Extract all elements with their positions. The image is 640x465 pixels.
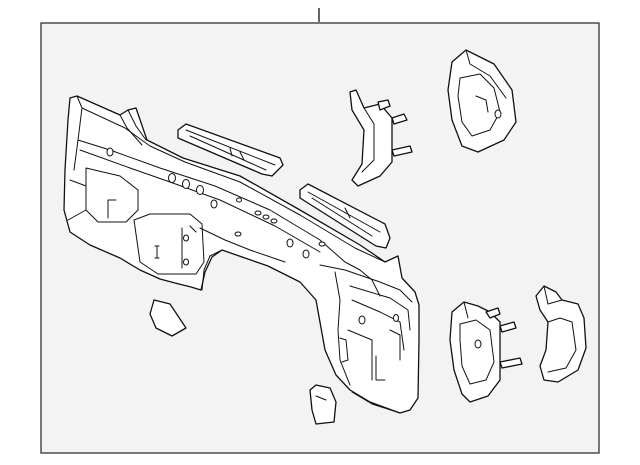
hole <box>270 218 278 224</box>
reinforcement-bar-lower <box>299 183 391 249</box>
hole <box>210 199 218 209</box>
hole <box>183 258 189 266</box>
small-patch-left <box>149 299 187 337</box>
upper-right-pillar-panel <box>447 49 517 153</box>
hole <box>234 231 242 237</box>
lower-right-side-panel <box>535 285 587 383</box>
hole <box>196 185 204 195</box>
hole <box>474 339 482 349</box>
main-rear-body-panel <box>63 95 420 414</box>
hole <box>254 210 262 216</box>
hole <box>106 147 114 157</box>
hole <box>318 241 326 247</box>
hole <box>393 314 399 322</box>
small-patch-bottom <box>309 384 337 425</box>
reinforcement-bar-upper <box>177 123 284 177</box>
hole <box>236 197 242 203</box>
hole <box>168 173 176 183</box>
hole <box>302 249 310 259</box>
hole <box>494 109 502 119</box>
hole <box>358 315 366 325</box>
hole <box>262 214 270 220</box>
hole <box>182 179 190 189</box>
lower-bracket-with-studs <box>449 301 523 403</box>
hole <box>286 238 294 248</box>
hole <box>183 234 189 242</box>
upper-bracket-with-studs <box>349 89 413 187</box>
